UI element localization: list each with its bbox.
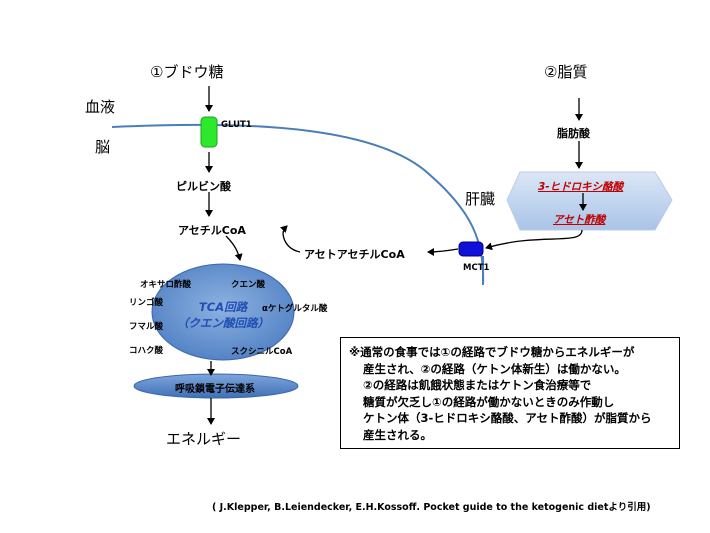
tca-title-line2: （クエン酸回路） xyxy=(177,316,269,330)
note-line: 産生され、②の経路（ケトン体新生）は働かない。 xyxy=(363,361,626,376)
membrane-curve xyxy=(111,123,485,286)
arrow-mct1-acetoacetylcoa xyxy=(427,247,459,256)
note-box: ※通常の食事では①の経路でブドウ糖からエネルギーが 産生され、②の経路（ケトン体… xyxy=(340,337,680,449)
tca-oxaloacetate: オキサロ酢酸 xyxy=(140,280,192,290)
blood-region-label: 血液 xyxy=(85,98,116,116)
tca-malate: リンゴ酸 xyxy=(129,298,164,308)
arrow-acetoacetylcoa-acetylcoa xyxy=(279,225,301,253)
acetoacetylcoa-label: アセトアセチルCoA xyxy=(304,248,405,261)
arrow-acetylcoa-tca xyxy=(225,235,243,261)
bhb-label: 3-ヒドロキシ酪酸 xyxy=(538,181,624,193)
tca-citrate: クエン酸 xyxy=(231,280,266,290)
tca-title-line1: TCA回路 xyxy=(198,300,248,314)
acetylcoa-label: アセチルCoA xyxy=(178,224,246,237)
glut1-label: GLUT1 xyxy=(221,120,252,130)
tca-fumarate: フマル酸 xyxy=(129,322,164,332)
tca-succinate: コハク酸 xyxy=(129,346,164,356)
tca-succinylcoa: スクシニルCoA xyxy=(231,347,293,357)
brain-region-label: 脳 xyxy=(95,138,111,156)
note-line: 産生される。 xyxy=(363,427,432,442)
respiratory-chain-ellipse xyxy=(133,373,299,399)
glucose-label: ①ブドウ糖 xyxy=(150,63,224,81)
acetoacetate-label: アセト酢酸 xyxy=(553,214,606,226)
note-line: ②の経路は飢餓状態またはケトン食治療等で xyxy=(363,378,592,392)
arrow-liver-mct1 xyxy=(485,229,583,251)
respiratory-chain-label: 呼吸鎖電子伝達系 xyxy=(175,384,255,395)
fattyacid-label: 脂肪酸 xyxy=(557,127,590,140)
mct1-label: MCT1 xyxy=(463,263,490,273)
tca-alpha-kg: αケトグルタル酸 xyxy=(262,304,328,314)
liver-region-label: 肝臓 xyxy=(465,190,496,208)
note-line: ※通常の食事では①の経路でブドウ糖からエネルギーが xyxy=(349,345,635,359)
pyruvate-label: ピルビン酸 xyxy=(176,180,231,193)
glut1-transporter xyxy=(200,116,218,148)
energy-label: エネルギー xyxy=(166,430,242,448)
citation: ( J.Klepper, B.Leiendecker, E.H.Kossoff.… xyxy=(212,502,651,513)
mct1-transporter xyxy=(458,241,484,257)
note-line: 糖質が欠乏し①の経路が働かないときのみ作動し xyxy=(363,394,615,409)
liver-shape xyxy=(506,171,673,231)
note-line: ケトン体（3-ヒドロキシ酪酸、アセト酢酸）が脂質から xyxy=(363,411,652,425)
tca-cycle-ellipse xyxy=(151,263,295,361)
lipid-label: ②脂質 xyxy=(544,63,588,81)
